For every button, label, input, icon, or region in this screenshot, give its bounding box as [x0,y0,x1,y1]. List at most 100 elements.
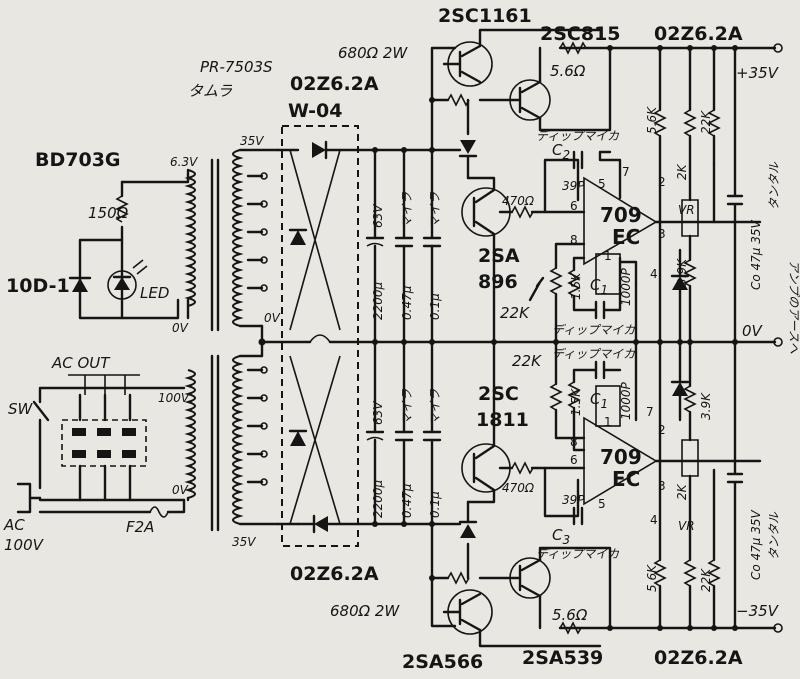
ground-rail: 0V アンプのアースへ [742,260,800,354]
pin-1-bot: 1 [604,415,612,429]
pin-8-bot: 8 [570,435,578,449]
top-opamp-label: 709 [600,203,642,227]
pin-8-top: 8 [570,233,578,247]
tap-35v-bot-label: 35V [232,535,256,549]
top-res-22k-r-label: 22K [699,110,713,134]
top-out-voltage-label: +35V [736,64,780,82]
transformer: PR-7503S タムラ 6.3V 35V 0V 0V 100V 0V 35V [158,58,777,549]
top-tantal-label: タンタル [767,161,781,210]
top-c-1000-label: 1000P [619,267,633,306]
ac-plug-icon [16,482,32,514]
bridge-rectifier: W-04 [276,100,360,547]
opamp-pin-labels: 2 3 4 5 6 7 8 1 2 3 4 5 6 7 8 1 [570,165,666,527]
pin-4-bot: 4 [650,513,658,527]
pin-2-top: 2 [658,175,666,189]
top-c2-label: C2 [552,141,570,162]
bd703g-label: BD703G [35,149,121,171]
tap-0v-b-label: 0V [264,311,281,325]
secondary-coil-top [232,149,244,327]
top-res-22k-label: 22K [500,304,530,322]
tap-6v-label: 6.3V [170,155,198,169]
top-res-56k-label: 5.6K [645,106,659,134]
pin-6-bot: 6 [570,453,578,467]
transformer-model-label: PR-7503S [200,58,273,76]
bot-res-680-label: 680Ω 2W [330,602,400,620]
top-co-label: Co 47μ 35V [749,219,763,290]
bot-res-470-label: 470Ω [502,481,535,495]
top-sense-tr-label: 2SC815 [540,23,621,45]
bridge-box [281,125,359,547]
bot-zener-out-label: 02Z6.2A [654,647,743,669]
resistor-150 [115,195,129,223]
tap-35v-top-label: 35V [240,134,264,148]
cap-mylar1-bot-label: マイラ [400,389,414,425]
bot-vr-label: VR [678,519,695,533]
pin-7-bot: 7 [646,405,654,419]
fuse-label: F2A [126,518,154,536]
secondary-coil-bottom [232,355,244,525]
bot-c3-value: 39P [562,493,585,507]
diode-10d1-symbol [72,278,88,292]
top-res-470-label: 470Ω [502,194,535,208]
top-res-39k-label: 3.9K [675,258,689,286]
ac-outlet-box [61,419,147,467]
cap-mylar1-top-label: マイラ [400,192,414,228]
power-switch [32,400,50,422]
pin-4-top: 4 [650,267,658,281]
diode-10d1-label: 10D-1 [6,275,70,297]
top-pass-tr-label: 2SC1161 [438,5,532,27]
cap-047-top-label: 0.47μ [400,285,414,320]
bot-res-15k-label: 1.5K [569,388,583,416]
top-zener-ref-label: 02Z6.2A [290,73,379,95]
top-res-2k-label: 2K [675,163,689,180]
top-mica2-label: ディップマイカ [552,323,636,337]
pin-6-top: 6 [570,199,578,213]
ac-out-label: AC OUT [51,354,111,372]
bot-opamp-sub-label: EC [612,467,640,491]
top-c2-value: 39P [562,179,585,193]
bot-res-22k-r-label: 22K [699,568,713,592]
amp-ground-label: アンプのアースへ [787,260,800,354]
core-top [210,158,220,332]
bot-co-label: Co 47μ 35V [749,509,763,580]
top-res-680-label: 680Ω 2W [338,44,408,62]
top-res-15k-label: 1.5K [569,272,583,300]
bot-res-39k-label: 3.9K [699,392,713,420]
top-vr-label: VR [678,203,695,217]
top-zener-out-label: 02Z6.2A [654,23,743,45]
bot-pass-tr-label: 2SA566 [402,651,483,673]
bot-sense-tr-label: 2SA539 [522,647,603,669]
bot-tantal-label: タンタル [767,511,781,560]
bot-out-voltage-label: −35V [736,602,780,620]
tap-0v-a-label: 0V [172,321,189,335]
bot-c3-label: C3 [552,526,570,547]
bot-res-2k-label: 2K [675,483,689,500]
pin-2-bot: 2 [658,423,666,437]
top-mica-label: ディップマイカ [536,129,620,143]
bot-res-22k-label: 22K [512,352,542,370]
cap-mylar2-top-label: マイラ [428,192,442,228]
transformer-maker-label: タムラ [188,82,232,100]
ac-voltage-label: 100V [4,536,45,554]
ac-label: AC [3,516,25,534]
tap-100v-label: 100V [158,391,190,405]
bot-c-1000-label: 1000P [619,381,633,420]
filter-caps-bottom: 2200μ 63V 0.47μ マイラ 0.1μ マイラ [356,340,462,526]
primary-coil-bottom [184,369,196,499]
bot-zener-ref-label: 02Z6.2A [290,563,379,585]
cap-mylar2-bot-label: マイラ [428,389,442,425]
bot-mica-label: ディップマイカ [536,547,620,561]
primary-coil-top [184,169,196,307]
switch-label: SW [8,400,34,418]
bot-driver-tr-label: 2SC [478,383,519,405]
bot-opamp-label: 709 [600,445,642,469]
pin-7-top: 7 [622,165,630,179]
pin-3-top: 3 [658,227,666,241]
top-driver-num-label: 896 [478,271,518,293]
cap-047-bot-label: 0.47μ [400,483,414,518]
cap-01-bot-label: 0.1μ [428,491,442,518]
cap-2200-bot-label: 2200μ [371,479,385,518]
junction-dots [372,43,783,633]
led-label: LED [140,284,169,302]
